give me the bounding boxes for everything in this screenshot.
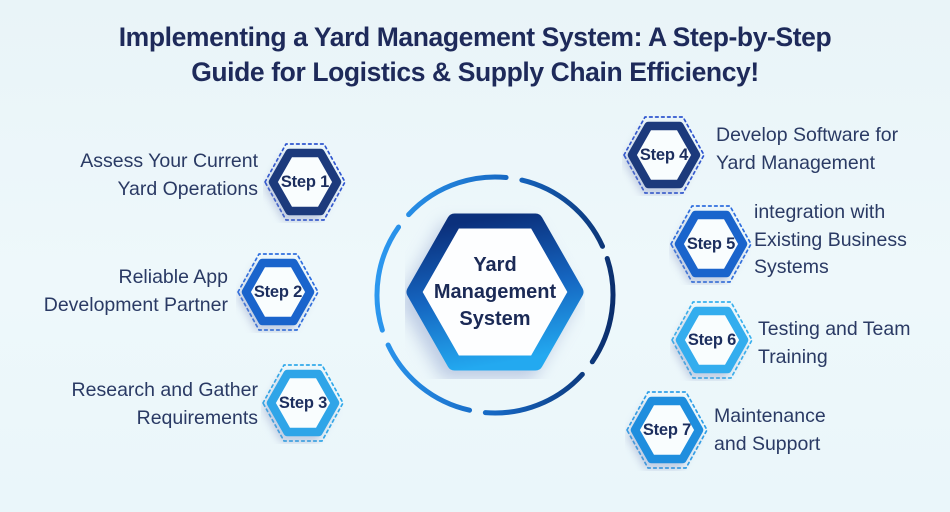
step-4-label: Develop Software for Yard Management [716, 124, 899, 174]
dashed-circle-decoration [374, 174, 616, 416]
step-6-label: Testing and Team Training [758, 318, 911, 368]
step-5-badge: Step 5 [686, 234, 736, 253]
step-5-group: Step 5 [669, 203, 753, 285]
step-1-group: Step 1 [263, 141, 347, 223]
step-7-hexagon-icon [626, 391, 708, 469]
title-line-2: Guide for Logistics & Supply Chain Effic… [191, 57, 759, 87]
step-6-group: Step 6 [670, 299, 754, 381]
step-3-label: Research and Gather Requirements [71, 379, 258, 429]
step-5-label: integration with Existing Business Syste… [754, 201, 907, 278]
step-6-hexagon-icon [671, 301, 753, 379]
step-4-group: Step 4 [622, 114, 706, 196]
step-2-hexagon-icon [237, 253, 319, 331]
step-6-badge: Step 6 [687, 330, 737, 349]
title-line-1: Implementing a Yard Management System: A… [118, 22, 832, 52]
step-3-hexagon-icon [262, 364, 344, 442]
step-5-hexagon-icon [670, 205, 752, 283]
page-title: Implementing a Yard Management System: A… [0, 20, 950, 90]
center-hexagon [406, 213, 584, 371]
step-2-group: Step 2 [236, 251, 320, 333]
step-3-badge: Step 3 [278, 393, 328, 412]
step-3-group: Step 3 [261, 362, 345, 444]
step-1-label: Assess Your Current Yard Operations [80, 150, 258, 200]
step-7-badge: Step 7 [642, 420, 692, 439]
step-4-hexagon-icon [623, 116, 705, 194]
step-2-badge: Step 2 [253, 282, 303, 301]
step-1-badge: Step 1 [280, 172, 330, 191]
step-1-hexagon-icon [264, 143, 346, 221]
step-7-group: Step 7 [625, 389, 709, 471]
step-2-label: Reliable App Development Partner [43, 266, 228, 316]
step-4-badge: Step 4 [639, 145, 689, 164]
step-7-label: Maintenance and Support [714, 405, 826, 455]
